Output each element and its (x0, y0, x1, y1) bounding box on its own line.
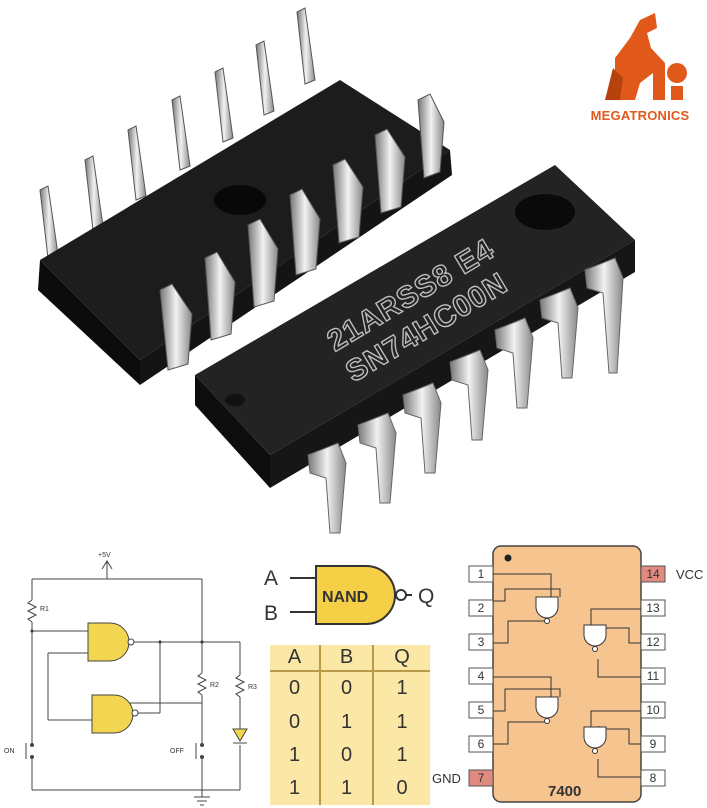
gate-label: NAND (322, 589, 368, 606)
megatronics-logo: MEGATRONICS (585, 8, 695, 123)
cell: 0 (288, 677, 301, 700)
logo-brand-text: MEGATRONICS (590, 108, 690, 123)
nand-gate-1 (87, 622, 130, 662)
truth-table-header: A B Q (270, 645, 430, 672)
table-row: 1 0 1 (270, 738, 430, 772)
cell: 0 (288, 710, 301, 733)
pin-4 (468, 667, 494, 685)
pin1-dot-icon (504, 554, 512, 562)
cell: 0 (319, 671, 375, 706)
chip-body (492, 545, 642, 803)
cell: 0 (396, 776, 408, 799)
led-icon (232, 728, 248, 742)
pin-8 (640, 769, 666, 787)
gate-b (583, 624, 607, 647)
gate-c (535, 696, 559, 719)
pin-label: 8 (650, 771, 657, 785)
truth-table: A B Q 0 0 1 0 1 1 1 0 1 1 1 (270, 645, 430, 805)
output-q-label: Q (418, 585, 434, 608)
pin-label: 7 (478, 771, 485, 785)
cell: 1 (319, 705, 375, 739)
pin-14 (640, 565, 666, 583)
gate-d (583, 726, 607, 749)
cell: 1 (396, 743, 408, 766)
cell: 1 (396, 710, 408, 733)
chip-name: 7400 (548, 783, 581, 800)
pin-label: 12 (646, 635, 660, 649)
cell: 1 (319, 771, 375, 805)
pin-label: 10 (646, 703, 660, 717)
cell: 1 (288, 776, 301, 799)
r1-label: R1 (40, 606, 49, 613)
cell: 0 (319, 738, 375, 772)
pin-3 (468, 633, 494, 651)
pin-label: 5 (478, 703, 485, 717)
pin-5 (468, 701, 494, 719)
table-row: 1 1 0 (270, 771, 430, 805)
pin-12 (640, 633, 666, 651)
back-chip-top-pins (39, 7, 316, 259)
gnd-label: GND (432, 771, 461, 786)
table-row: 0 1 1 (270, 705, 430, 739)
vcc-label: VCC (676, 567, 703, 582)
pin-2 (468, 599, 494, 617)
front-chip-pins (307, 257, 624, 534)
pin-label: 4 (478, 669, 485, 683)
pin-label: 11 (647, 669, 660, 683)
header-a: A (270, 645, 321, 672)
right-pins: 14 13 12 11 10 9 8 (640, 565, 666, 787)
pin-label: 1 (478, 567, 485, 581)
back-chip-bottom-pins (159, 93, 445, 371)
pin-label: 6 (478, 737, 485, 751)
header-b: B (319, 645, 375, 672)
pin-label: 14 (646, 567, 660, 581)
pin-13 (640, 599, 666, 617)
input-b-label: B (264, 602, 278, 625)
pin-label: 3 (478, 635, 485, 649)
table-row: 0 0 1 (270, 671, 430, 706)
ic-chip-photo: 21ARSS8 E4 SN74HC00N (38, 7, 635, 534)
cell: 1 (396, 677, 408, 700)
pin-label: 13 (646, 601, 660, 615)
left-pins: 1 2 3 4 5 6 7 (468, 565, 494, 787)
cell: 1 (288, 743, 301, 766)
nand-gate-2 (91, 694, 134, 734)
header-q: Q (373, 645, 430, 672)
pin-11 (640, 667, 666, 685)
nand-gate-symbol: A B NAND Q (264, 565, 434, 625)
logo-mark-icon (605, 13, 687, 100)
input-a-label: A (264, 567, 278, 590)
off-switch-label: OFF (170, 748, 184, 755)
supply-label: +5V (98, 552, 111, 559)
pin-label: 9 (650, 737, 657, 751)
r3-label: R3 (248, 684, 257, 691)
r2-label: R2 (210, 682, 219, 689)
pin-10 (640, 701, 666, 719)
latch-circuit-diagram: +5V R1 R2 R3 ON OFF (4, 552, 257, 806)
pin-7 (468, 769, 494, 787)
pin-label: 2 (478, 601, 485, 615)
on-switch-label: ON (4, 748, 15, 755)
gate-a (535, 596, 559, 619)
